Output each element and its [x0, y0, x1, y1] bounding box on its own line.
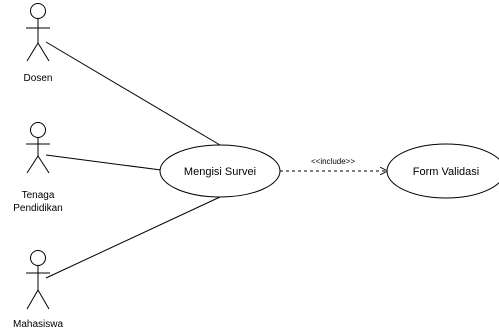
actor-mahasiswa-icon	[26, 250, 50, 310]
actor-tenaga-pendidikan-label-line-2: Pendidikan	[13, 203, 62, 214]
association-tenaga-pendidikan	[45, 154, 162, 171]
actor-tenaga-pendidikan[interactable]: Tenaga Pendidikan	[13, 122, 63, 215]
actor-dosen-label: Dosen	[24, 73, 53, 84]
actor-dosen-icon	[26, 3, 50, 62]
actor-mahasiswa-label: Mahasiswa	[13, 319, 63, 330]
actor-mahasiswa[interactable]: Mahasiswa	[13, 250, 63, 331]
include-label: <<include>>	[311, 157, 355, 166]
actor-tenaga-pendidikan-label-line-1: Tenaga	[22, 190, 55, 201]
association-mahasiswa	[45, 196, 221, 279]
use-case-form-validasi-label: Form Validasi	[413, 166, 479, 178]
use-case-mengisi-survei-label: Mengisi Survei	[184, 166, 256, 178]
use-case-form-validasi[interactable]: Form Validasi	[386, 143, 499, 199]
actor-tenaga-pendidikan-icon	[26, 122, 50, 174]
use-case-mengisi-survei[interactable]: Mengisi Survei	[159, 144, 281, 198]
association-dosen	[45, 41, 221, 146]
actor-dosen[interactable]: Dosen	[24, 3, 53, 85]
